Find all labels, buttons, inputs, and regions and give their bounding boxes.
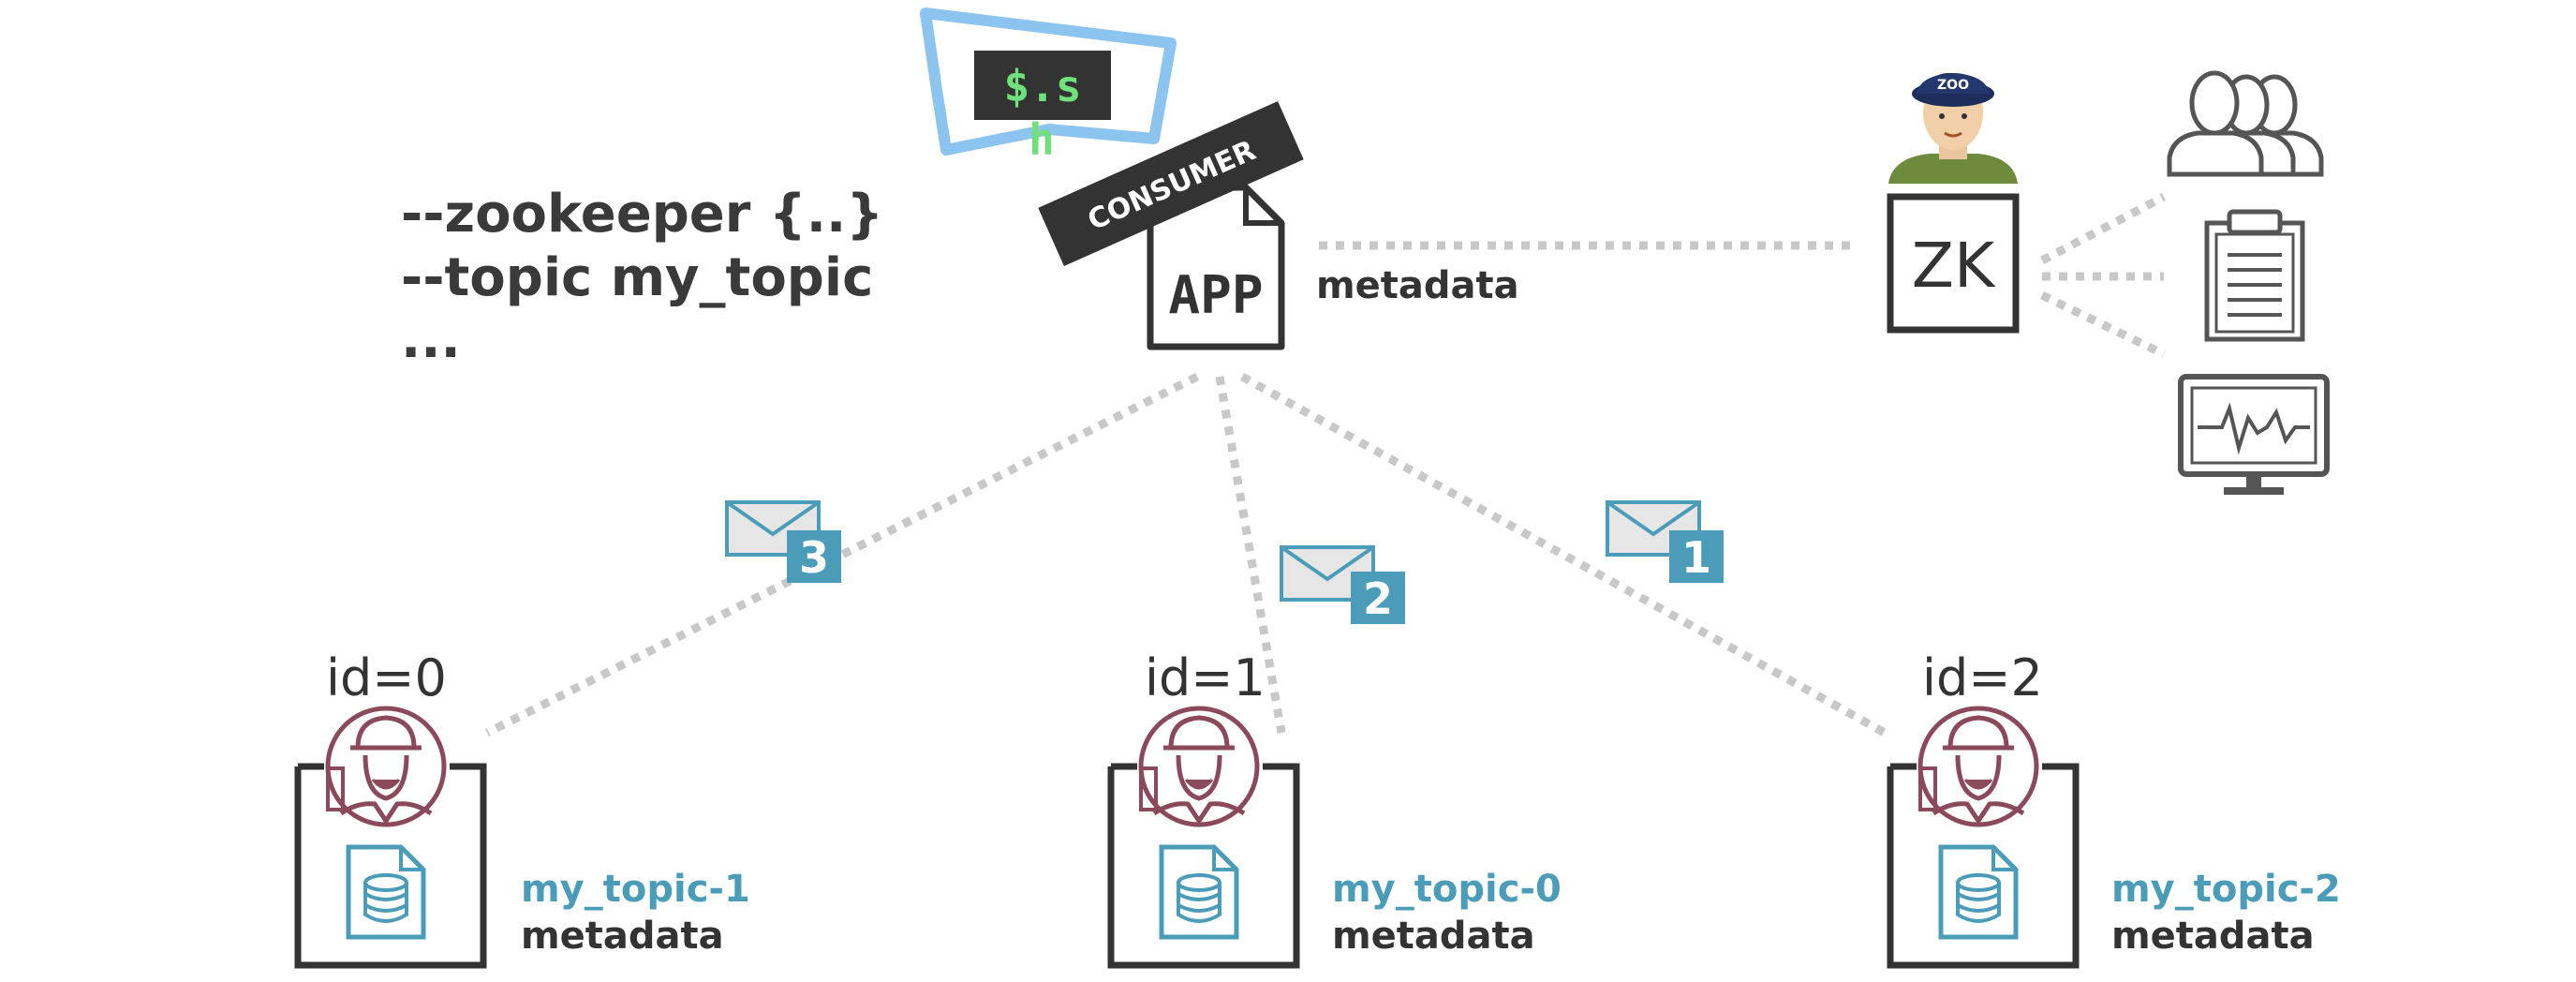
broker-id-label-0: id=0 bbox=[326, 648, 447, 707]
builder-avatar-icon bbox=[325, 706, 447, 827]
builder-avatar-icon bbox=[1138, 706, 1260, 827]
message-number-1: 1 bbox=[1681, 532, 1711, 583]
zookeeper-cap-text: ZOO bbox=[1937, 78, 1969, 93]
command-line-zookeeper: --zookeeper {..} bbox=[401, 184, 884, 245]
database-file-icon bbox=[346, 844, 426, 940]
partition-topic-1: my_topic-0 bbox=[1332, 868, 1562, 911]
broker-id-label-1: id=1 bbox=[1145, 648, 1266, 707]
envelope-badge-1: 1 bbox=[1606, 500, 1724, 583]
envelope-badge-3: 3 bbox=[725, 500, 841, 583]
zookeeper-box: ZK bbox=[1887, 193, 2020, 334]
partition-metadata-2: metadata bbox=[2111, 915, 2315, 958]
broker-box-2 bbox=[1887, 763, 2080, 969]
zookeeper-label: ZK bbox=[1912, 230, 1996, 302]
builder-avatar-icon bbox=[1917, 706, 2039, 827]
zookeeper-avatar-icon: ZOO bbox=[1888, 72, 2018, 184]
app-broker2-line bbox=[1239, 373, 1888, 736]
broker-box-1 bbox=[1107, 763, 1300, 969]
consumer-metadata-label: metadata bbox=[1316, 264, 1519, 307]
database-file-icon bbox=[1159, 844, 1239, 940]
envelope-badge-2: 2 bbox=[1280, 545, 1405, 624]
user-group-icon bbox=[2167, 70, 2324, 177]
message-number-3: 3 bbox=[799, 532, 829, 583]
broker-node-0 bbox=[294, 706, 487, 969]
broker-partition-0: my_topic-1 metadata bbox=[521, 868, 750, 958]
monitor-icon bbox=[2178, 374, 2330, 495]
app-broker0-line bbox=[484, 372, 1200, 737]
database-file-icon bbox=[1938, 844, 2019, 940]
broker-partition-2: my_topic-2 metadata bbox=[2111, 868, 2341, 958]
clipboard-icon bbox=[2204, 209, 2305, 342]
command-line-ellipsis: ... bbox=[401, 309, 461, 370]
zk-health-line bbox=[2040, 290, 2166, 359]
partition-topic-0: my_topic-1 bbox=[521, 868, 750, 911]
terminal-icon: $.s h bbox=[920, 7, 1177, 165]
partition-metadata-0: metadata bbox=[521, 915, 724, 958]
partition-topic-2: my_topic-2 bbox=[2111, 868, 2341, 911]
terminal-prompt-wrap: h bbox=[1029, 114, 1055, 165]
brokers-layer bbox=[294, 706, 2080, 969]
broker-node-1 bbox=[1107, 706, 1300, 969]
connection-lines bbox=[484, 193, 2167, 737]
partition-metadata-1: metadata bbox=[1332, 915, 1535, 958]
terminal-prompt: $.s bbox=[1003, 61, 1081, 112]
app-label: APP bbox=[1168, 265, 1263, 326]
broker-id-label-2: id=2 bbox=[1922, 648, 2043, 707]
message-number-2: 2 bbox=[1363, 573, 1393, 624]
broker-node-2 bbox=[1887, 706, 2080, 969]
broker-partition-1: my_topic-0 metadata bbox=[1332, 868, 1562, 958]
broker-box-0 bbox=[294, 763, 487, 969]
zk-users-line bbox=[2039, 193, 2167, 264]
command-line-topic: --topic my_topic bbox=[401, 247, 874, 308]
